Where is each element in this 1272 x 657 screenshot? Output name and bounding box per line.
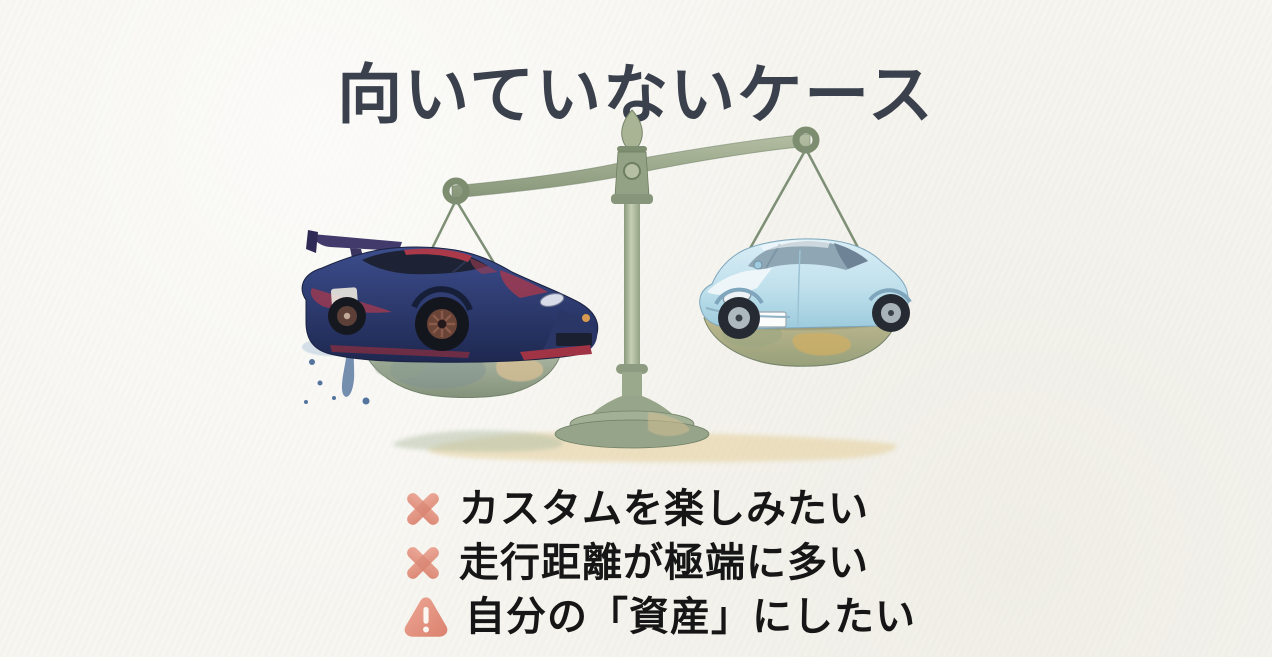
rear-wing <box>312 234 402 251</box>
list-item-text: 走行距離が極端に多い <box>459 539 869 585</box>
scale-stand <box>554 200 710 449</box>
cross-icon <box>407 546 439 579</box>
cross-icon <box>407 492 439 525</box>
windshield-banner <box>404 248 472 262</box>
list-item-text: カスタムを楽しみたい <box>459 485 869 531</box>
list-item: カスタムを楽しみたい <box>402 484 916 533</box>
headlight <box>539 292 565 308</box>
warning-icon <box>404 596 448 637</box>
compact-car-rear-wheel <box>872 294 910 332</box>
unsuitable-cases-list: カスタムを楽しみたい 走行距離が極端に多い <box>402 484 916 641</box>
scale-pivot <box>611 109 653 204</box>
race-car-front-wheel <box>415 297 469 351</box>
list-item-text: 自分の「資産」にしたい <box>465 593 916 639</box>
race-car <box>301 230 599 363</box>
list-item: 走行距離が極端に多い <box>402 538 916 587</box>
compact-car <box>699 238 912 339</box>
list-item: 自分の「資産」にしたい <box>402 592 916 641</box>
compact-car-front-wheel <box>718 297 760 339</box>
race-car-rear-wheel <box>328 297 366 335</box>
